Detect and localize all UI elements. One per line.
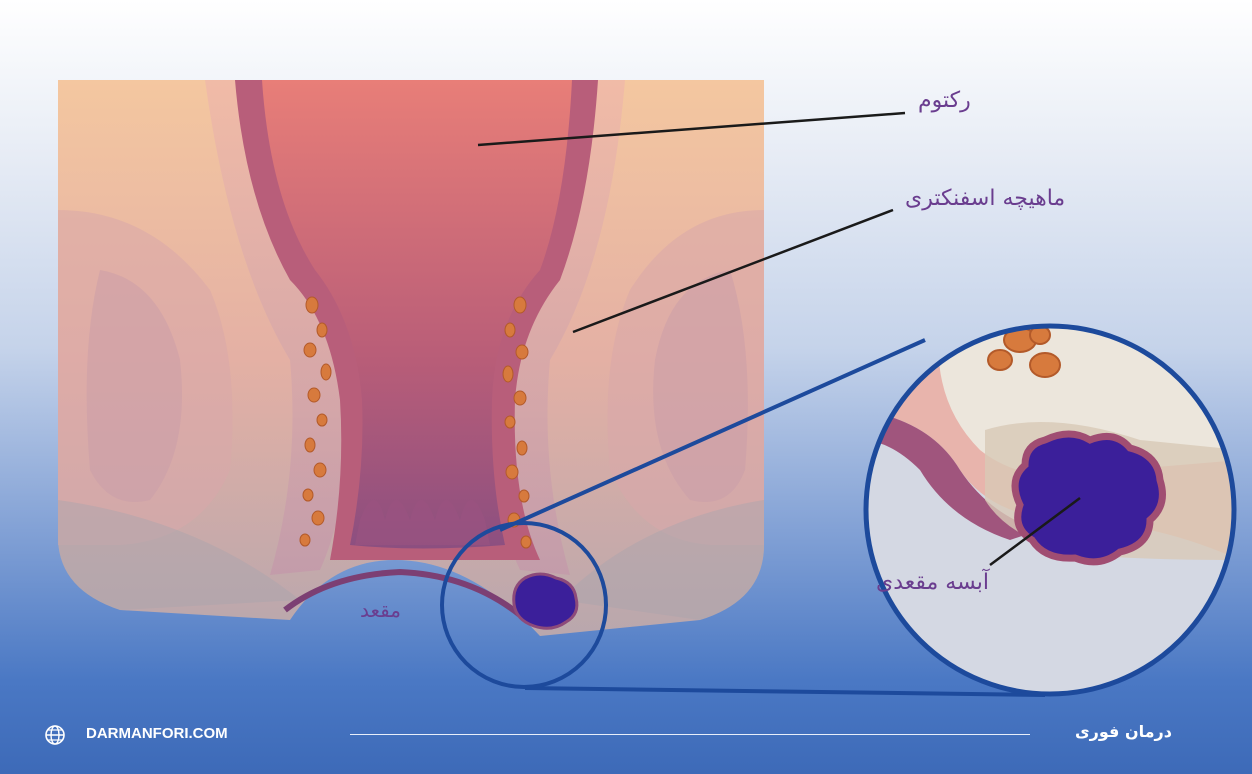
website-link[interactable]: DARMANFORI.COM (86, 725, 228, 742)
brand-name: درمان فوری (1075, 722, 1172, 741)
footer: DARMANFORI.COM درمان فوری (0, 712, 1252, 756)
abscess-small (514, 574, 577, 628)
zoom-connector-bottom (525, 688, 1045, 695)
abscess-large (1015, 434, 1162, 562)
globe-icon (42, 724, 68, 746)
label-rectum: رکتوم (918, 88, 971, 113)
label-anus: مقعد (360, 598, 401, 622)
label-sphincter-muscle: ماهیچه اسفنکتری (905, 186, 1065, 211)
footer-divider (350, 734, 1030, 735)
label-anal-abscess: آبسه مقعدی (876, 570, 989, 595)
zoom-detail (860, 320, 1240, 700)
